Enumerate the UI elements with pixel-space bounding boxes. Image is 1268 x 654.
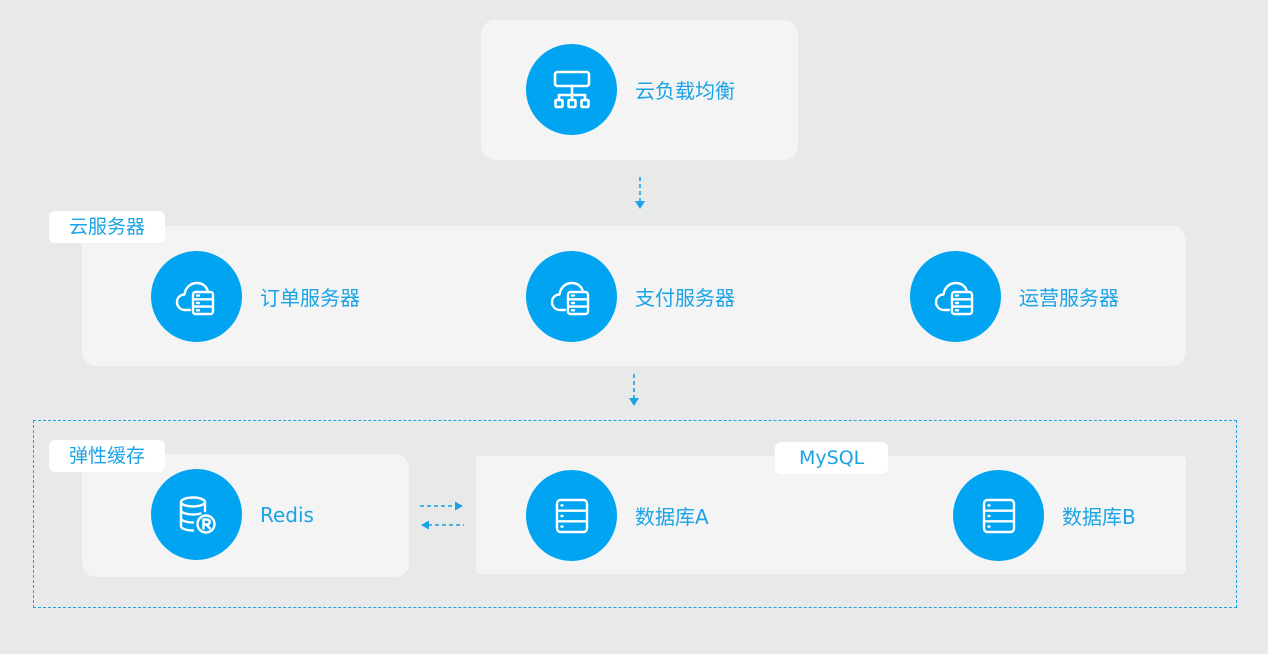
database-b-node: 数据库B bbox=[953, 470, 1136, 561]
payment-server-node: 支付服务器 bbox=[526, 251, 735, 342]
mysql-tag: MySQL bbox=[775, 442, 889, 474]
database-icon bbox=[555, 498, 588, 533]
cloud-server-icon bbox=[934, 281, 973, 315]
connector-arrow-down bbox=[635, 177, 645, 209]
operations-server-node: 运营服务器 bbox=[910, 251, 1119, 342]
connector-bidirectional-arrows bbox=[420, 501, 464, 530]
storage-group-border bbox=[33, 420, 1237, 608]
redis-label: Redis bbox=[260, 502, 314, 527]
order-server-label: 订单服务器 bbox=[260, 286, 360, 310]
database-icon bbox=[982, 498, 1015, 533]
database-b-label: 数据库B bbox=[1062, 505, 1136, 529]
load-balancer-node: 云负载均衡 bbox=[526, 44, 735, 135]
load-balancer-label: 云负载均衡 bbox=[635, 79, 735, 103]
cache-panel bbox=[82, 454, 409, 577]
order-server-node: 订单服务器 bbox=[151, 251, 360, 342]
database-a-label: 数据库A bbox=[635, 505, 709, 529]
cloud-servers-panel bbox=[82, 226, 1186, 366]
redis-node: Redis bbox=[151, 469, 314, 560]
load-balancer-icon-circle bbox=[526, 44, 617, 135]
cloud-server-icon bbox=[550, 281, 589, 315]
operations-server-label: 运营服务器 bbox=[1019, 286, 1119, 310]
cloud-server-icon bbox=[175, 281, 214, 315]
connector-arrow-down bbox=[629, 374, 639, 406]
database-a-node: 数据库A bbox=[526, 470, 709, 561]
cache-tag: 弹性缓存 bbox=[49, 440, 166, 472]
payment-server-label: 支付服务器 bbox=[635, 286, 735, 310]
cloud-servers-tag: 云服务器 bbox=[49, 211, 166, 243]
network-hierarchy-icon bbox=[553, 70, 590, 108]
redis-database-icon bbox=[179, 495, 216, 534]
